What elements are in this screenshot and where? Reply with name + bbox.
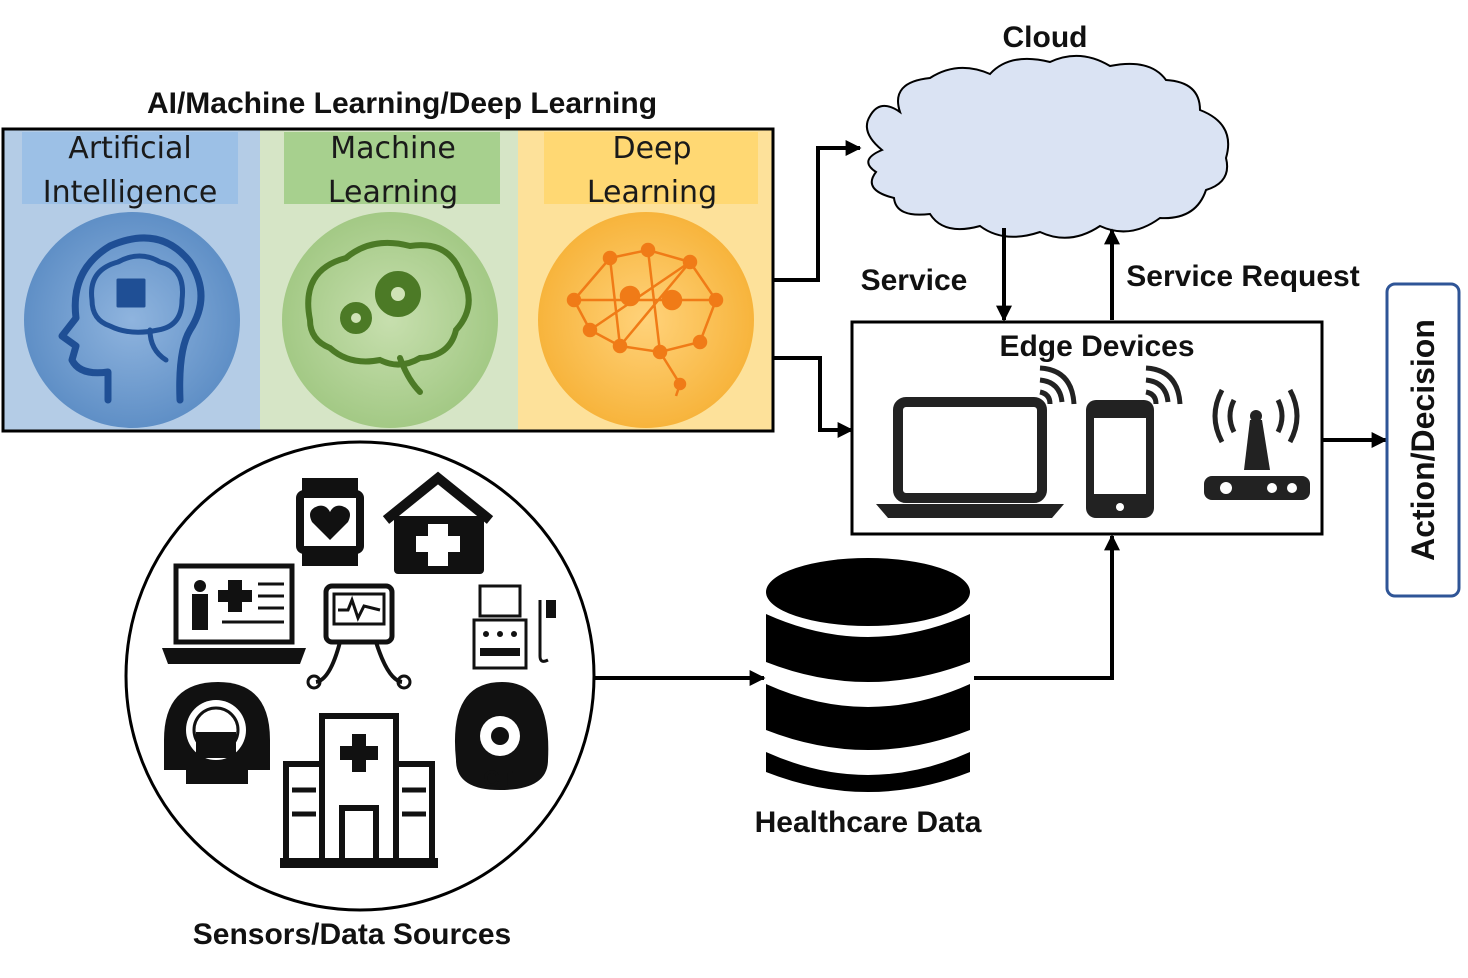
panel-dl-line2: Learning [587,175,717,210]
panel-ai-line1: Artificial [68,131,191,166]
panel-deep-learning: Deep Learning [518,130,772,430]
database-icon [766,558,970,792]
ultrasound-machine-icon [472,584,556,670]
mri-scanner-icon [164,682,270,784]
connector-arrows [594,140,1388,686]
brain-network-icon [566,242,724,397]
hospital-house-icon [382,471,494,574]
laptop-icon [876,397,1064,518]
panel-ai-line2: Intelligence [43,175,218,210]
smartwatch-heart-icon [296,478,364,566]
cloud-shape [866,54,1230,239]
ct-scanner-icon: CT [454,682,549,791]
panel-machine-learning: Machine Learning [260,130,518,430]
sensors-circle: CT [124,440,596,912]
hospital-building-icon [280,713,438,868]
ecg-monitor-icon [306,583,412,690]
sensors-label: Sensors/Data Sources [193,918,511,951]
wifi-signal-icon [1039,365,1183,405]
panel-ml-line1: Machine [330,131,456,166]
brain-chip-head-icon [58,234,205,404]
service-label: Service [861,264,968,297]
cloud-label: Cloud [1003,21,1088,54]
ct-text: CT [483,766,513,791]
action-decision-label: Action/Decision [1405,319,1441,561]
healthcare-data-label: Healthcare Data [755,806,982,839]
panel-dl-line1: Deep [612,131,691,166]
ai-group-box: Artificial Intelligence Machine Learning [1,127,775,433]
wifi-router-icon [1204,388,1310,500]
arrow-ai-to-edge [773,356,854,438]
ai-group-title: AI/Machine Learning/Deep Learning [147,87,657,120]
panel-artificial-intelligence: Artificial Intelligence [4,130,260,430]
panel-ml-line2: Learning [328,175,458,210]
patient-monitor-laptop-icon [162,563,306,664]
edge-devices-title: Edge Devices [999,330,1194,363]
arrow-ai-to-cloud [773,140,862,282]
smartphone-icon [1086,400,1154,518]
brain-gears-icon [305,239,472,395]
arrow-data-to-edge [974,534,1120,680]
action-decision-box: Action/Decision [1385,282,1461,598]
service-request-label: Service Request [1126,260,1359,293]
edge-devices-box: Edge Devices [850,320,1324,536]
